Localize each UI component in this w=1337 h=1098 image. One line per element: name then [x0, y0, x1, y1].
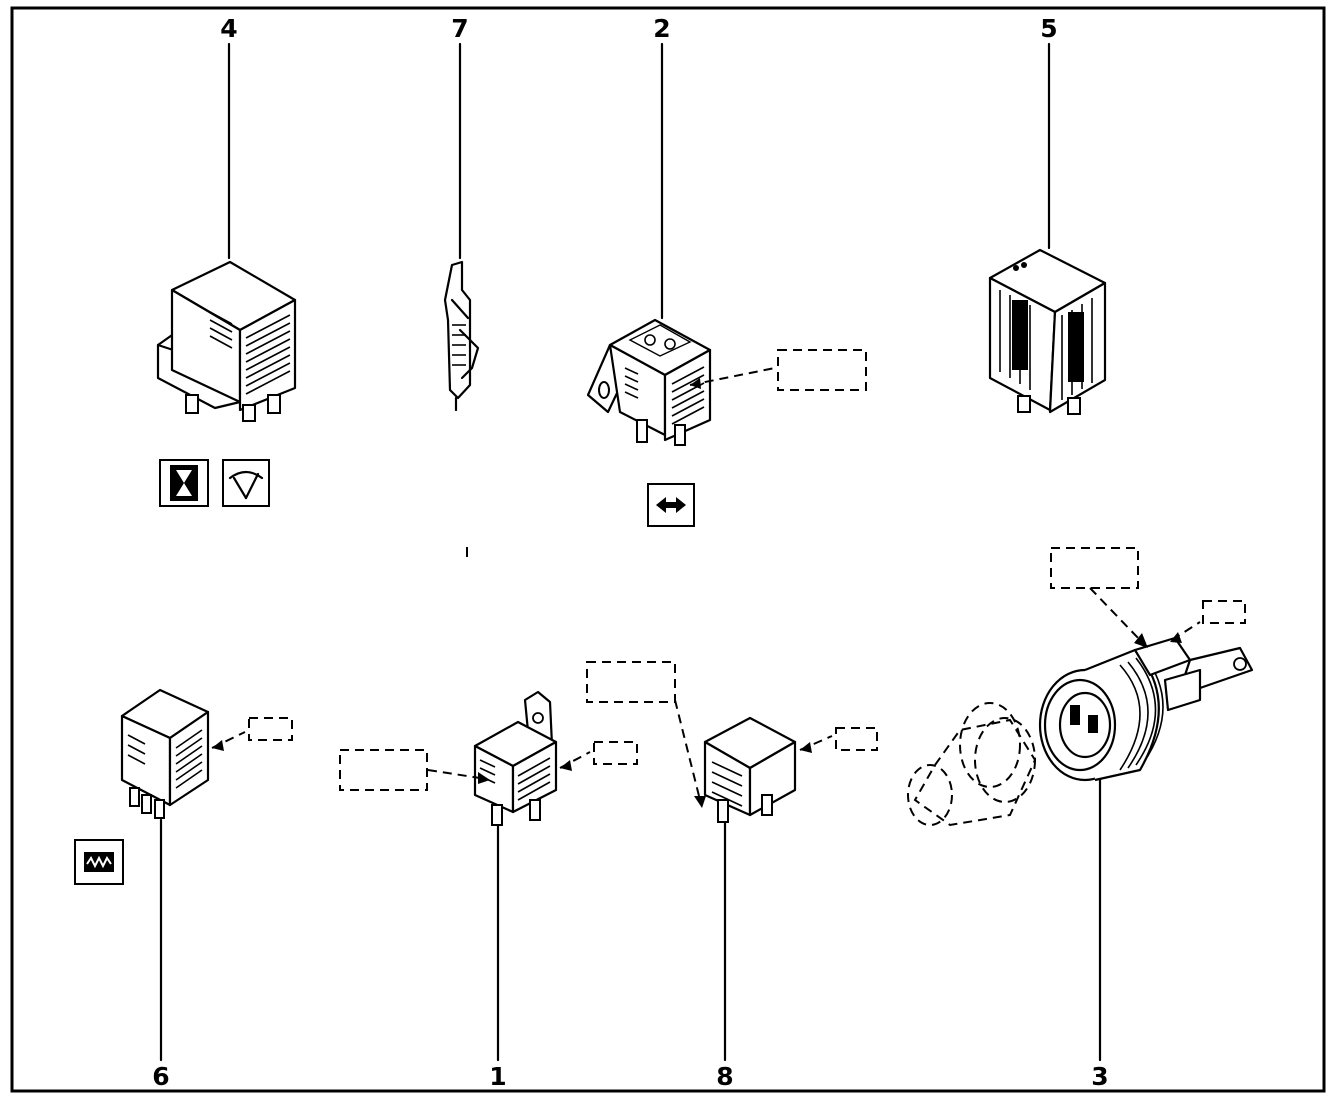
direction-indicator-icon	[647, 483, 695, 527]
leader-lines	[159, 42, 1102, 1062]
diagram-frame	[10, 6, 1326, 1093]
relay-part-1	[427, 690, 591, 826]
part-8-reference-box-small	[835, 727, 878, 751]
heater-element-icon	[74, 839, 124, 885]
relay-part-4	[156, 260, 297, 422]
relay-part-5	[988, 248, 1107, 415]
label-part-4: 4	[220, 14, 237, 43]
label-part-2: 2	[653, 14, 670, 43]
relay-part-8	[674, 699, 833, 823]
part-3-reference-box-large	[1050, 547, 1139, 589]
relay-socket-part-3	[907, 587, 1254, 827]
part-8-reference-box-large	[586, 661, 676, 703]
label-part-5: 5	[1040, 14, 1057, 43]
hourglass-timer-icon	[159, 459, 209, 507]
relay-part-2	[586, 318, 776, 446]
windscreen-wiper-icon	[222, 459, 270, 507]
part-3-dashed-plug	[907, 702, 1037, 827]
part-6-reference-box	[248, 717, 293, 741]
part-1-reference-box-large	[339, 749, 428, 791]
part-1-reference-box-small	[593, 741, 638, 765]
label-part-8: 8	[716, 1062, 733, 1091]
label-part-6: 6	[152, 1062, 169, 1091]
label-part-7: 7	[451, 14, 468, 43]
label-part-1: 1	[489, 1062, 506, 1091]
relay-part-6	[120, 688, 246, 819]
clip-part-7	[443, 260, 480, 412]
part-3-reference-box-small	[1202, 600, 1246, 624]
part-2-reference-box	[777, 349, 867, 391]
label-part-3: 3	[1091, 1062, 1108, 1091]
